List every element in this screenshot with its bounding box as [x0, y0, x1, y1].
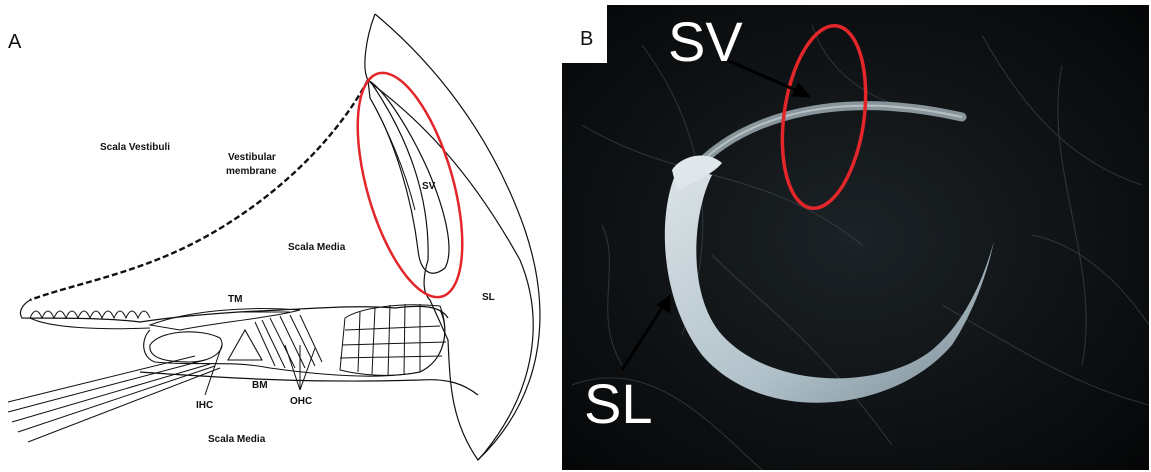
label-scala-media-upper: Scala Media	[288, 242, 346, 253]
dissected-tissue-photo: B SV SL	[562, 5, 1149, 470]
stria-vascularis-shape	[368, 80, 449, 273]
spiral-ligament-outline	[365, 14, 533, 460]
sv-highlight-ellipse	[337, 62, 484, 309]
label-membrane: membrane	[226, 166, 277, 177]
panel-b-letter: B	[580, 28, 593, 50]
label-scala-vestibuli: Scala Vestibuli	[100, 142, 170, 153]
panel-a-diagram: A	[0, 0, 560, 472]
photo-label-sv: SV	[668, 10, 743, 73]
limbus-lower	[30, 318, 150, 329]
label-sl: SL	[482, 292, 495, 303]
label-ihc: IHC	[196, 400, 213, 411]
label-ohc: OHC	[290, 396, 312, 407]
basilar-membrane	[140, 372, 478, 395]
label-bm: BM	[252, 380, 268, 391]
label-sv: SV	[422, 181, 436, 192]
outer-hair-cell-lines	[255, 315, 322, 368]
label-scala-media-lower: Scala Media	[208, 434, 266, 445]
vestibular-membrane-line	[30, 80, 368, 300]
limbus-teeth	[30, 311, 150, 318]
inner-hair-cell-oval	[150, 332, 222, 362]
panel-b-photo: B SV SL	[562, 5, 1149, 470]
label-vestibular: Vestibular	[228, 152, 276, 163]
label-tm: TM	[228, 294, 242, 305]
panel-a-letter: A	[8, 31, 22, 53]
pillar-cell-triangle	[228, 330, 262, 360]
photo-label-sl: SL	[584, 372, 653, 435]
claudius-cells	[340, 304, 446, 376]
nerve-fibers	[8, 356, 220, 442]
cochlea-schematic: A	[0, 0, 560, 472]
